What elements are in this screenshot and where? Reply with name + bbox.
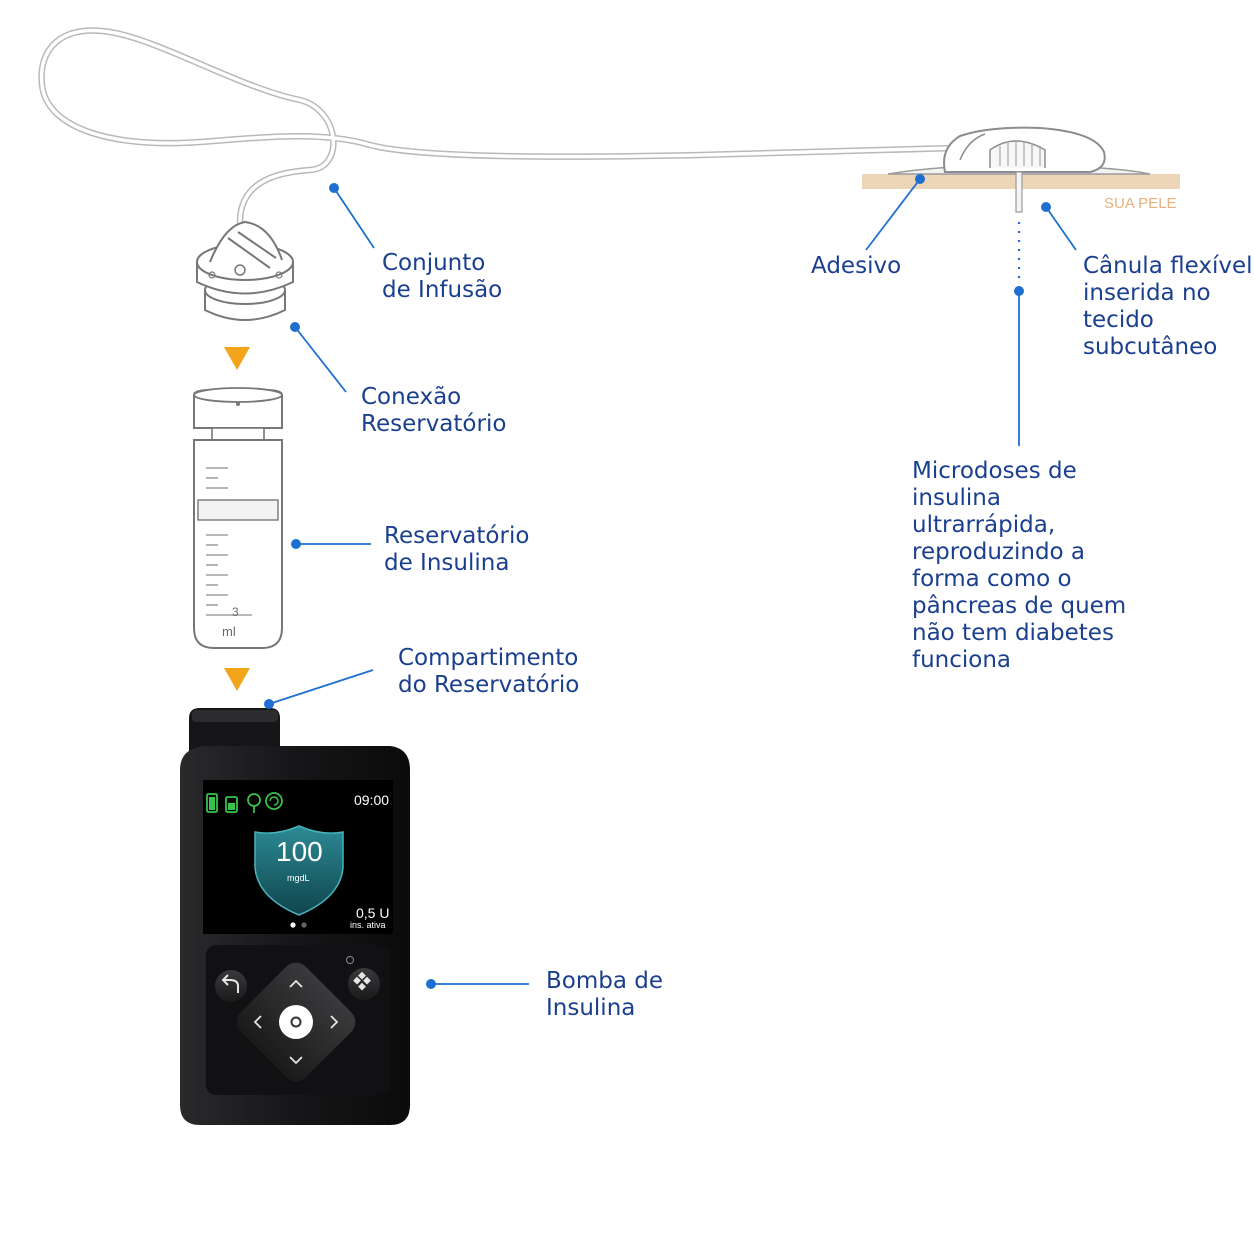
reservoir-unit-mark: ml xyxy=(222,624,236,639)
insulin-pump xyxy=(180,708,410,1125)
infusion-connector xyxy=(196,220,294,321)
pump-time: 09:00 xyxy=(354,792,390,808)
cannula-hub xyxy=(887,126,1151,213)
active-insulin-label: ins. ativa xyxy=(350,920,386,930)
glucose-value: 100 xyxy=(276,836,323,867)
glucose-unit: mgdL xyxy=(287,873,310,883)
up-button[interactable] xyxy=(289,979,303,988)
down-button[interactable] xyxy=(289,1056,303,1065)
right-button[interactable] xyxy=(330,1015,339,1029)
battery-icon xyxy=(206,793,218,813)
cannula xyxy=(1015,171,1023,213)
back-button[interactable] xyxy=(215,970,247,1002)
left-button[interactable] xyxy=(253,1015,262,1029)
reservoir-volume-mark: 3 xyxy=(232,605,239,619)
active-insulin-value: 0,5 U xyxy=(356,905,390,921)
leader-lines xyxy=(264,174,1077,989)
menu-button[interactable] xyxy=(348,968,380,1000)
infusion-tubing xyxy=(38,27,959,226)
reservoir-status-icon xyxy=(225,796,238,813)
select-button[interactable] xyxy=(279,1005,313,1039)
insulin-reservoir: 3 ml xyxy=(193,387,283,649)
flow-arrow xyxy=(224,347,250,370)
skin-label: SUA PELE xyxy=(1104,195,1177,212)
auto-mode-icon xyxy=(265,792,283,810)
flow-arrow xyxy=(224,668,250,691)
glucose-shield xyxy=(254,825,344,916)
label-adhesive: Adesivo xyxy=(811,253,902,279)
